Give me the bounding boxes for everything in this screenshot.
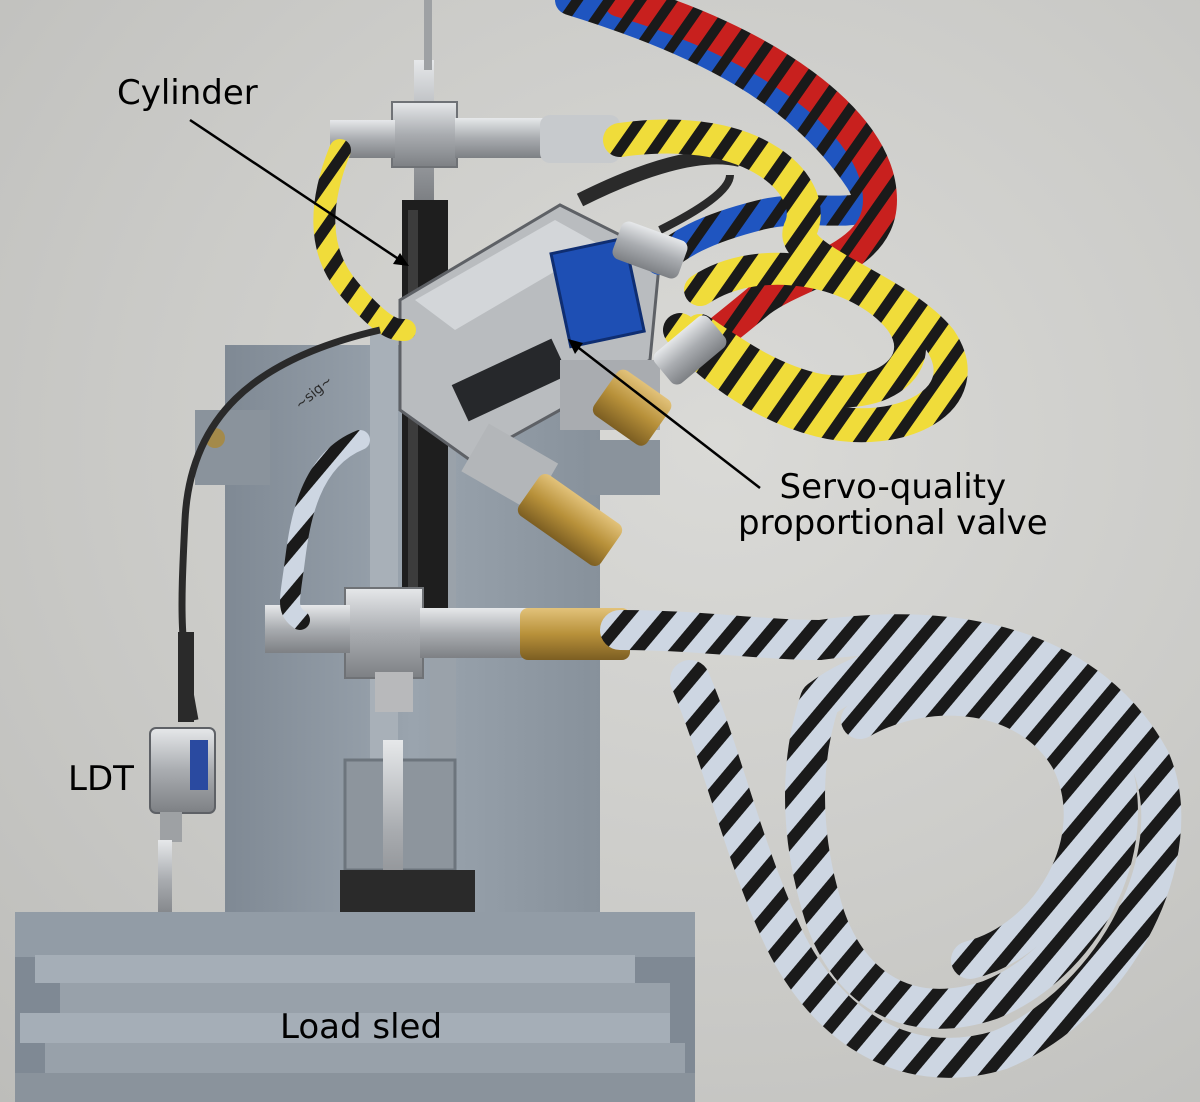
cylinder-label: Cylinder (117, 73, 258, 113)
valve-cable-2 (658, 174, 734, 234)
load-sled-label: Load sled (280, 1007, 443, 1047)
ldt-label: LDT (68, 759, 134, 799)
load-sled (15, 912, 695, 1102)
white-hose-coil (600, 610, 1182, 1078)
top-manifold (330, 101, 620, 168)
yellow-hose-coil (603, 119, 968, 443)
hose-fittings (612, 221, 727, 385)
lower-tee-block (265, 587, 630, 712)
callout-arrows (189, 118, 761, 489)
valve-label: Servo-quality proportional valve (738, 467, 1048, 543)
valve-label-line2: proportional valve (738, 502, 1048, 543)
ldt-sensor (149, 632, 216, 920)
red-hose (603, 0, 898, 367)
white-drain-hose (280, 430, 370, 630)
servo-valve (398, 203, 672, 567)
valve-label-line1: Servo-quality (779, 467, 1007, 507)
yellow-pilot-hose (313, 139, 416, 341)
